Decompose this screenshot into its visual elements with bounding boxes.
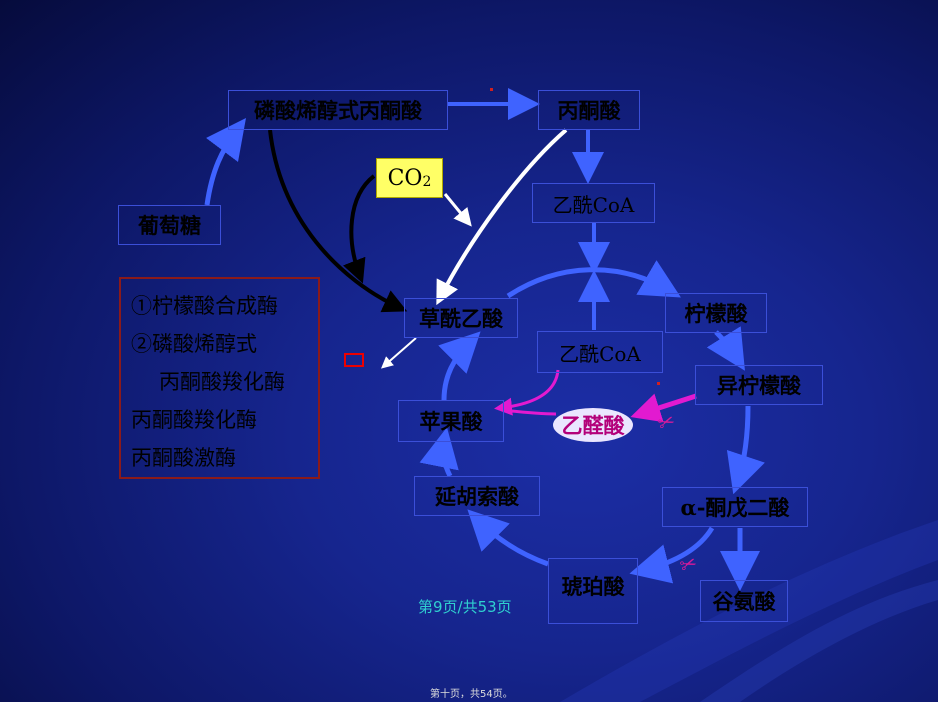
node-glucose: 葡萄糖 xyxy=(118,205,221,245)
node-glyoxylate: 乙醛酸 xyxy=(553,408,633,442)
arrow-fumarate-to-malate xyxy=(419,427,459,478)
arrow-glucose-to-pep xyxy=(204,117,246,206)
node-pyruvate: 丙酮酸 xyxy=(538,90,640,130)
enzyme-item: 丙酮酸羧化酶 xyxy=(131,408,257,432)
node-citrate: 柠檬酸 xyxy=(665,293,767,333)
arrow-isocitrate-to-akg xyxy=(726,405,765,495)
node-acetylcoa-inner: 乙酰CoA xyxy=(537,331,663,373)
arrow-akg-to-succinate xyxy=(629,526,715,584)
arrow-pep-to-oaa xyxy=(268,129,408,313)
arrow-oaa-to-citrate xyxy=(506,260,681,299)
arrow-succinate-to-fumarate xyxy=(467,509,549,567)
decorative-dot xyxy=(490,88,493,91)
co2-subscript: 2 xyxy=(422,174,432,190)
node-fumarate: 延胡索酸 xyxy=(414,476,540,516)
arrow-glyoxylate-to-malate xyxy=(501,408,557,416)
arrow-co2-loop xyxy=(343,174,376,284)
enzyme-item: ②磷酸烯醇式 xyxy=(131,332,257,356)
node-succinate: 琥珀酸 xyxy=(548,558,638,624)
node-acetylcoa-top: 乙酰CoA xyxy=(532,183,655,223)
node-malate: 苹果酸 xyxy=(398,400,504,442)
decorative-dot xyxy=(657,382,660,385)
node-glutamate: 谷氨酸 xyxy=(700,580,788,622)
page-number: 第9页/共53页 xyxy=(418,598,512,616)
enzyme-item: 丙酮酸激酶 xyxy=(131,446,236,470)
enzyme-list: ①柠檬酸合成酶 ②磷酸烯醇式 丙酮酸羧化酶 丙酮酸羧化酶 丙酮酸激酶 xyxy=(119,277,320,479)
node-alpha-kg: α-酮戊二酸 xyxy=(662,487,808,527)
co2-main: CO xyxy=(387,165,423,191)
node-isocitrate: 异柠檬酸 xyxy=(695,365,823,405)
node-pep: 磷酸烯醇式丙酮酸 xyxy=(228,90,448,130)
arrow-co2-small xyxy=(443,193,472,227)
arrow-citrate-to-isocitrate xyxy=(706,326,745,371)
arrow-acetylcoa-to-malate xyxy=(494,369,560,416)
node-oxaloacetate: 草酰乙酸 xyxy=(404,298,518,338)
arrow-malate-to-oaa xyxy=(438,331,481,401)
enzyme-item: ①柠檬酸合成酶 xyxy=(131,294,278,318)
arrow-isocitrate-to-glyoxylate xyxy=(630,393,697,423)
red-marker-box xyxy=(344,353,364,367)
footer-text: 第十页，共54页。 xyxy=(430,689,513,700)
arrow-pyruvate-to-oaa xyxy=(436,128,568,306)
enzyme-item: 丙酮酸羧化酶 xyxy=(159,370,285,394)
arrow-oaa-out xyxy=(380,337,417,369)
